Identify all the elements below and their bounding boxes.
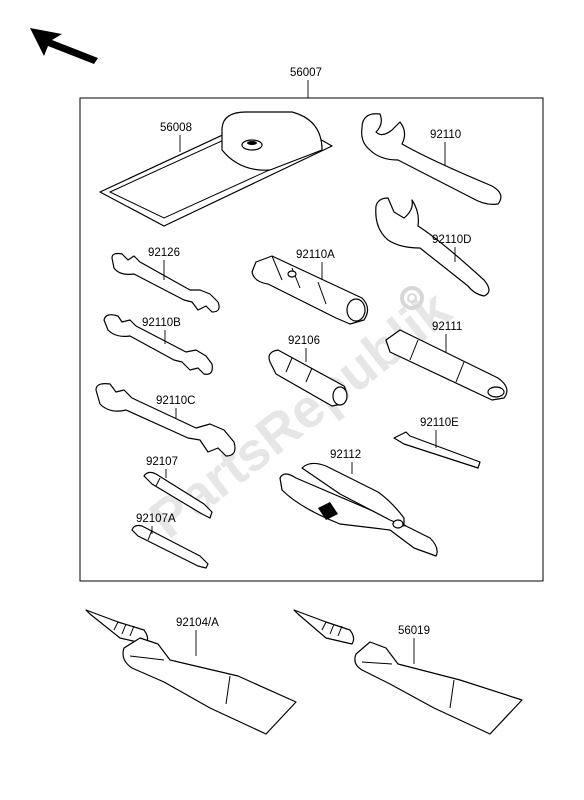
open-wrench-small: [111, 252, 220, 313]
part-label-plug: 92106: [288, 335, 320, 347]
hook-spanner: [375, 197, 490, 297]
grease-tube-1: [85, 609, 297, 735]
open-wrench-large: [95, 383, 236, 457]
part-label-wrench-3: 92110C: [156, 395, 195, 407]
part-label-box-wrench: 92110A: [296, 249, 335, 261]
part-label-hex-key: 92110E: [420, 417, 459, 429]
part-label-tube-1: 92104/A: [176, 617, 219, 629]
screwdriver-phillips: [143, 471, 213, 519]
part-label-wrench-2: 92110B: [142, 317, 181, 329]
part-label-wrench-1: 92126: [148, 247, 180, 259]
gear-icon: [400, 286, 424, 310]
kit-frame: [79, 97, 544, 582]
plug-tool: [268, 349, 348, 407]
handle-bar: [385, 329, 508, 401]
watermark: PartsRepublik: [139, 278, 463, 549]
tool-pouch: [99, 111, 333, 227]
part-label-tube-2: 56019: [398, 625, 430, 637]
pliers: [279, 462, 438, 557]
open-wrench-medium: [103, 314, 213, 375]
screwdriver-flat: [131, 524, 209, 569]
watermark-text: PartsRepublik: [139, 278, 463, 549]
hex-key: [393, 431, 481, 469]
part-label-pin-spanner: 92110: [430, 129, 461, 141]
grease-tube-2: [293, 609, 523, 735]
part-label-pouch: 56008: [160, 122, 192, 134]
part-label-screwdriver-2: 92107A: [136, 513, 176, 525]
box-wrench: [251, 255, 369, 325]
part-label-handle-bar: 92111: [432, 321, 462, 333]
pin-spanner: [361, 113, 502, 205]
part-label-pliers: 92112: [330, 449, 361, 461]
kit-label: 56007: [290, 67, 322, 79]
part-label-screwdriver-1: 92107: [146, 456, 178, 468]
direction-arrow-icon: [30, 28, 98, 64]
part-label-hook-spanner: 92110D: [432, 234, 471, 246]
